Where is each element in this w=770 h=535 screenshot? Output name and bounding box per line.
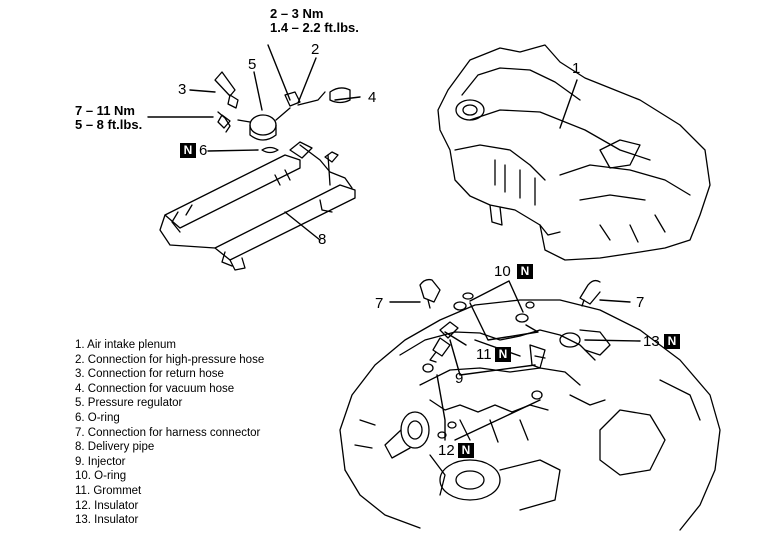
torque-top-ftlbs: 1.4 – 2.2 ft.lbs. bbox=[270, 20, 359, 35]
callout-1: 1 bbox=[572, 60, 581, 77]
callout-8: 8 bbox=[318, 231, 327, 248]
legend-item: 12. Insulator bbox=[75, 499, 139, 512]
callout-10: 10 bbox=[494, 263, 511, 280]
n-badge-6: N bbox=[180, 143, 196, 158]
n-badge-13: N bbox=[664, 334, 680, 349]
air-intake-plenum-drawing bbox=[437, 44, 711, 261]
legend-item: 1. Air intake plenum bbox=[75, 339, 177, 351]
n-badge-11: N bbox=[495, 347, 511, 362]
parts-legend: 1. Air intake plenum 2. Connection for h… bbox=[75, 338, 264, 528]
pressure-regulator-drawing bbox=[214, 71, 351, 154]
engine-drawing bbox=[339, 299, 721, 531]
callout-2: 2 bbox=[311, 41, 320, 58]
torque-left-nm: 7 – 11 Nm bbox=[75, 103, 135, 118]
n-badge-10: N bbox=[517, 264, 533, 279]
legend-item: 2. Connection for high-pressure hose bbox=[75, 353, 265, 366]
callout-13: 13 bbox=[643, 333, 660, 350]
callout-4: 4 bbox=[368, 89, 377, 106]
harness-connector-drawing bbox=[419, 278, 601, 309]
injector-drawing bbox=[429, 321, 459, 363]
torque-left-ftlbs: 5 – 8 ft.lbs. bbox=[75, 117, 143, 132]
callout-6: 6 bbox=[199, 142, 208, 159]
callout-11: 11 bbox=[476, 346, 492, 363]
o-ring-drawing bbox=[422, 292, 543, 439]
legend-item: 9. Injector bbox=[75, 455, 126, 468]
legend-item: 8. Delivery pipe bbox=[75, 441, 155, 454]
n-badge-12: N bbox=[458, 443, 474, 458]
legend-item: 6. O-ring bbox=[75, 411, 120, 424]
torque-spec-top: 2 – 3 Nm 1.4 – 2.2 ft.lbs. bbox=[270, 7, 359, 35]
callout-7-left: 7 bbox=[375, 295, 384, 312]
legend-item: 3. Connection for return hose bbox=[75, 368, 224, 381]
delivery-pipe-drawing bbox=[159, 141, 356, 271]
torque-top-nm: 2 – 3 Nm bbox=[270, 6, 324, 21]
callout-5: 5 bbox=[248, 56, 257, 73]
callout-12: 12 bbox=[438, 442, 455, 459]
callout-7-right: 7 bbox=[636, 294, 645, 311]
legend-item: 10. O-ring bbox=[75, 470, 127, 483]
torque-spec-left: 7 – 11 Nm 5 – 8 ft.lbs. bbox=[75, 104, 142, 132]
legend-item: 4. Connection for vacuum hose bbox=[75, 382, 235, 395]
callout-3: 3 bbox=[178, 81, 187, 98]
legend-item: 11. Grommet bbox=[75, 484, 142, 497]
legend-item: 13. Insulator bbox=[75, 514, 139, 527]
legend-item: 7. Connection for harness connector bbox=[75, 426, 261, 439]
legend-item: 5. Pressure regulator bbox=[75, 397, 183, 410]
leader-lines bbox=[147, 44, 641, 441]
callout-9: 9 bbox=[455, 370, 464, 387]
